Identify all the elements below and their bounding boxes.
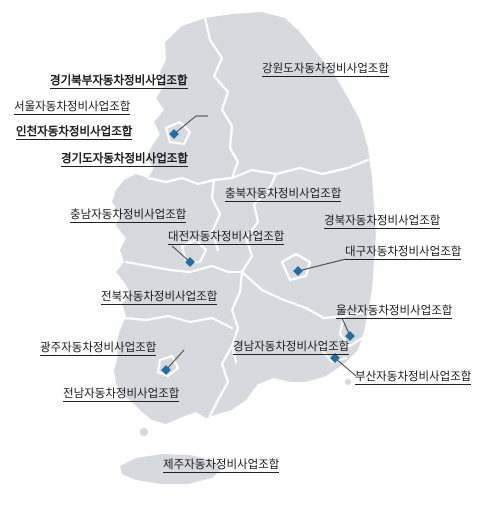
gyeonggi-label[interactable]: 경기도자동차정비사업조합: [61, 151, 188, 167]
border-gyeonggi-gangwon: [203, 16, 240, 180]
gyeongbuk-label[interactable]: 경북자동차정비사업조합: [324, 213, 441, 229]
island-shape: [140, 428, 148, 436]
daejeon-label[interactable]: 대전자동차정비사업조합: [168, 229, 285, 245]
gwangju-marker[interactable]: [161, 365, 171, 375]
border-daejeon: [180, 238, 208, 264]
leader-busan: [334, 357, 357, 377]
gyeonggi-north-label[interactable]: 경기북부자동차정비사업조합: [50, 73, 188, 89]
border-gwangju: [156, 354, 180, 378]
jeonbuk-label[interactable]: 전북자동차정비사업조합: [101, 289, 218, 305]
mainland-shape: [112, 12, 376, 424]
busan-label[interactable]: 부산자동차정비사업조합: [355, 369, 472, 385]
border-chungnam-jeonbuk: [124, 260, 244, 274]
gangwon-label[interactable]: 강원도자동차정비사업조합: [262, 61, 389, 77]
ulsan-label[interactable]: 울산자동차정비사업조합: [336, 303, 453, 319]
border-gangwon-chungbuk-gyeongbuk: [230, 158, 370, 180]
leader-daegu: [297, 258, 347, 272]
border-chungbuk-chungnam: [210, 178, 222, 252]
border-ulsan: [338, 314, 364, 348]
border-gyeonggi-chungcheong: [146, 176, 234, 186]
leader-gwangju: [165, 349, 185, 371]
leader-seoul: [173, 115, 208, 135]
seoul-marker[interactable]: [169, 129, 179, 139]
border-jeonnam-gyeongnam: [208, 344, 234, 418]
gwangju-label[interactable]: 광주자동차정비사업조합: [40, 340, 157, 356]
island-shape: [114, 366, 122, 374]
daegu-marker[interactable]: [293, 266, 303, 276]
incheon-label[interactable]: 인천자동차정비사업조합: [16, 124, 133, 140]
daejeon-marker[interactable]: [185, 257, 195, 267]
island-shape: [345, 379, 351, 385]
border-jeonbuk-gyeongnam: [230, 270, 244, 364]
seoul-label[interactable]: 서울자동차정비사업조합: [14, 99, 131, 115]
border-seoul: [164, 120, 192, 146]
jeju-island-shape: [120, 454, 222, 484]
busan-marker[interactable]: [330, 353, 340, 363]
border-jeonbuk-jeonnam: [122, 314, 234, 330]
gyeongnam-label[interactable]: 경남자동차정비사업조합: [233, 339, 350, 355]
leader-daejeon: [171, 245, 191, 263]
jeju-label[interactable]: 제주자동차정비사업조합: [163, 457, 280, 473]
ulsan-marker[interactable]: [345, 331, 355, 341]
chungnam-label[interactable]: 충남자동차정비사업조합: [70, 207, 187, 223]
jeonnam-label[interactable]: 전남자동차정비사업조합: [63, 386, 180, 402]
chungbuk-label[interactable]: 충북자동차정비사업조합: [225, 186, 342, 202]
daegu-label[interactable]: 대구자동차정비사업조합: [345, 244, 462, 260]
border-chungbuk-gyeongbuk: [240, 172, 278, 274]
